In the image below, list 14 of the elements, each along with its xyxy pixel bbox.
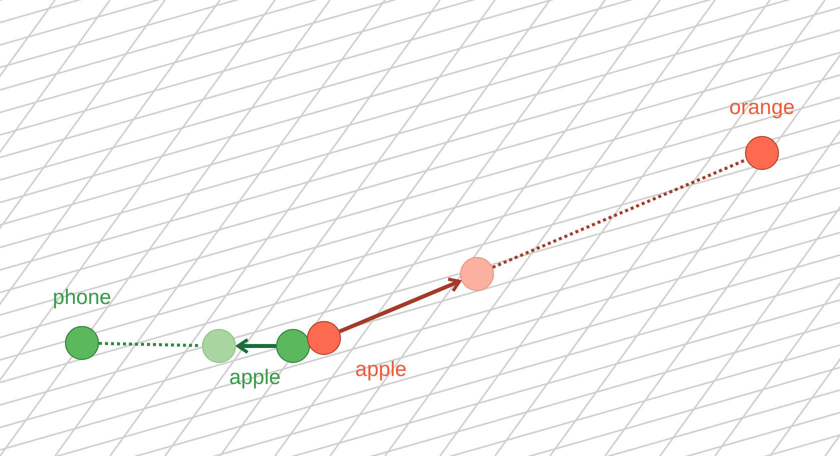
word-label: orange <box>729 96 795 120</box>
word-label: apple <box>355 358 407 382</box>
word-label: apple <box>229 366 281 390</box>
arrow <box>236 338 276 354</box>
point-circle <box>65 326 99 360</box>
point-circle <box>460 257 494 291</box>
point-circle <box>276 329 310 363</box>
dotted-line <box>98 342 200 348</box>
dotted-line <box>492 159 746 269</box>
point-circle <box>745 136 779 170</box>
point-circle <box>202 329 236 363</box>
point-circle <box>307 321 341 355</box>
arrow <box>338 278 462 334</box>
word-label: phone <box>52 286 112 310</box>
